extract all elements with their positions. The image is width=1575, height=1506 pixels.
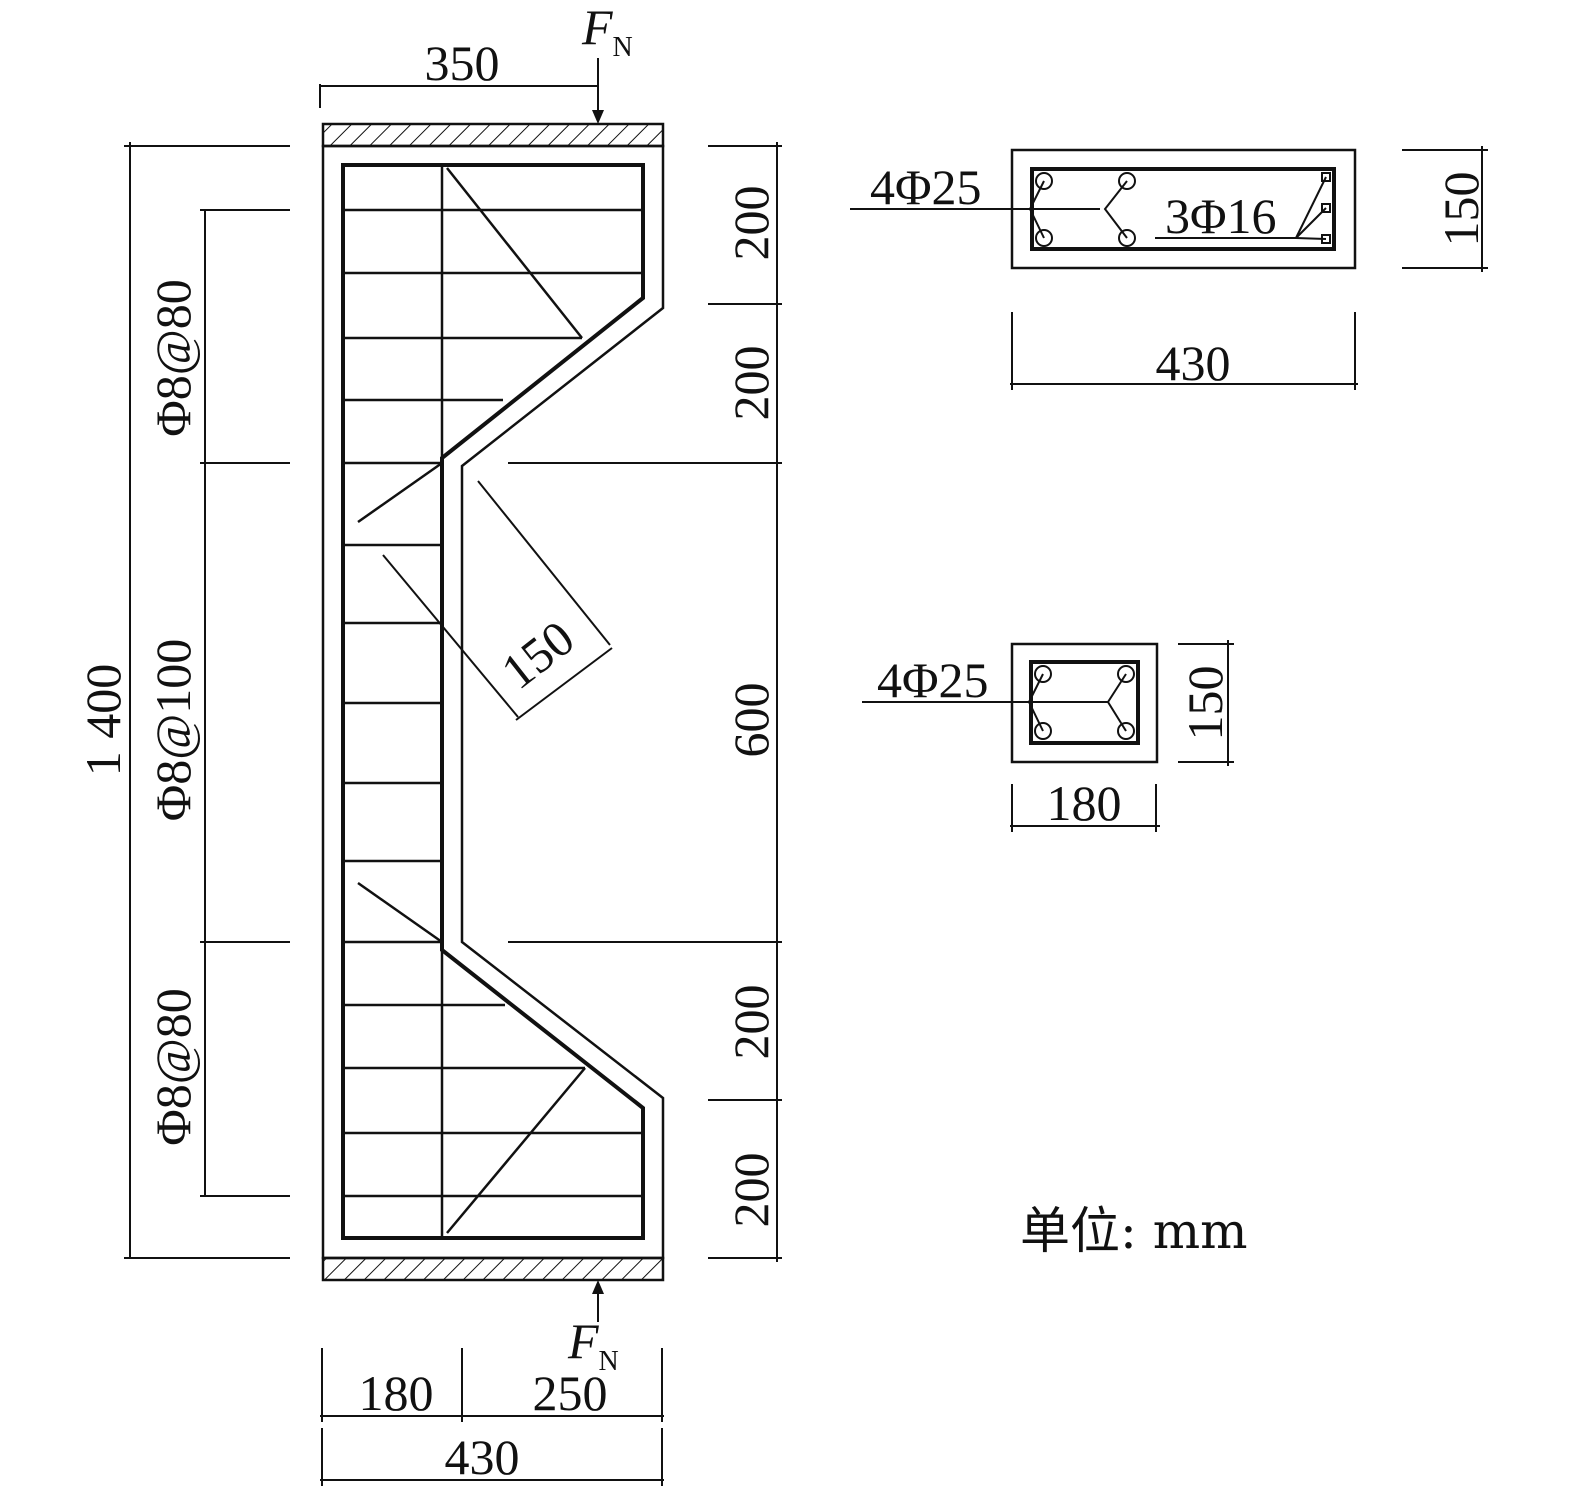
section-narrow: 4Φ25 180 150 xyxy=(862,640,1234,832)
side-bar xyxy=(1321,172,1331,182)
bottom-total-dimension xyxy=(320,1428,664,1486)
section-narrow-main-bars xyxy=(1034,665,1135,740)
reinforcement-cage xyxy=(341,163,645,1240)
diagonal-dimension-label: 150 xyxy=(491,609,585,699)
stirrup-middle-label: Φ8@100 xyxy=(145,639,201,822)
diagonal-bar xyxy=(446,167,583,339)
bottom-load-label: FN xyxy=(567,1313,619,1377)
right-segment-label: 200 xyxy=(723,186,779,261)
specimen-outline xyxy=(321,144,665,1260)
stirrup-top-label: Φ8@80 xyxy=(145,279,201,437)
main-bar xyxy=(1034,722,1052,740)
total-height-label: 1 400 xyxy=(75,664,131,777)
section-narrow-leaders xyxy=(862,673,1127,732)
section-narrow-width-label: 180 xyxy=(1047,775,1122,831)
right-segment-label: 200 xyxy=(723,985,779,1060)
bottom-total-label: 430 xyxy=(445,1429,520,1485)
side-bar xyxy=(1321,203,1331,213)
total-height-dimension xyxy=(124,142,290,1259)
diagonal-bar xyxy=(446,1067,586,1234)
section-wide-height-label: 150 xyxy=(1433,172,1489,247)
bottom-part-label: 180 xyxy=(359,1365,434,1421)
right-segment-label: 200 xyxy=(723,1153,779,1228)
section-wide-side-bars xyxy=(1321,172,1331,244)
bottom-loading-plate xyxy=(321,1256,665,1282)
diagonal-bar xyxy=(357,881,443,944)
elevation-view: 150 350 FN FN 1 400 xyxy=(75,0,782,1486)
right-segment-label: 200 xyxy=(723,346,779,421)
load-subscript: N xyxy=(613,32,633,63)
section-narrow-main-bars-label: 4Φ25 xyxy=(877,652,989,708)
section-wide-width-label: 430 xyxy=(1156,335,1231,391)
top-load-arrow xyxy=(592,58,604,124)
section-wide-width-dimension xyxy=(1010,312,1358,390)
right-segments-dimension xyxy=(508,142,782,1262)
top-width-dimension xyxy=(319,84,598,108)
main-bar xyxy=(1034,665,1052,683)
main-bar xyxy=(1118,172,1136,190)
load-subscript: N xyxy=(599,1346,619,1377)
main-bar xyxy=(1117,665,1135,683)
section-narrow-width-dimension xyxy=(1010,784,1160,832)
main-bar xyxy=(1035,229,1053,247)
section-wide-side-bars-label: 3Φ16 xyxy=(1165,188,1277,244)
section-wide-leaders xyxy=(850,176,1327,240)
stirrup-lines xyxy=(343,208,643,1198)
stirrup-bottom-label: Φ8@80 xyxy=(145,988,201,1146)
section-wide-height-dimension xyxy=(1402,146,1488,272)
section-wide: 4Φ25 3Φ16 430 150 xyxy=(850,146,1489,391)
load-symbol: F xyxy=(567,1313,599,1369)
bottom-load-arrow xyxy=(592,1280,604,1322)
bottom-parts-dimension xyxy=(320,1348,664,1422)
main-bar xyxy=(1118,229,1136,247)
load-symbol: F xyxy=(581,0,613,55)
top-loading-plate xyxy=(321,122,665,148)
diagonal-bars xyxy=(357,167,586,1234)
diagonal-dimension xyxy=(382,480,613,721)
bottom-part-label: 250 xyxy=(533,1365,608,1421)
diagonal-bar xyxy=(357,461,443,524)
stirrup-zone-dimension xyxy=(200,209,290,1197)
main-bar xyxy=(1117,722,1135,740)
main-bar xyxy=(1035,172,1053,190)
right-segment-label: 600 xyxy=(723,683,779,758)
section-wide-main-bars xyxy=(1035,172,1136,247)
top-load-label: FN xyxy=(581,0,633,63)
section-narrow-height-dimension xyxy=(1178,640,1234,766)
section-narrow-height-label: 150 xyxy=(1177,666,1233,741)
unit-note: 单位: mm xyxy=(1020,1202,1248,1260)
top-width-label: 350 xyxy=(425,35,500,91)
section-wide-main-bars-label: 4Φ25 xyxy=(870,159,982,215)
